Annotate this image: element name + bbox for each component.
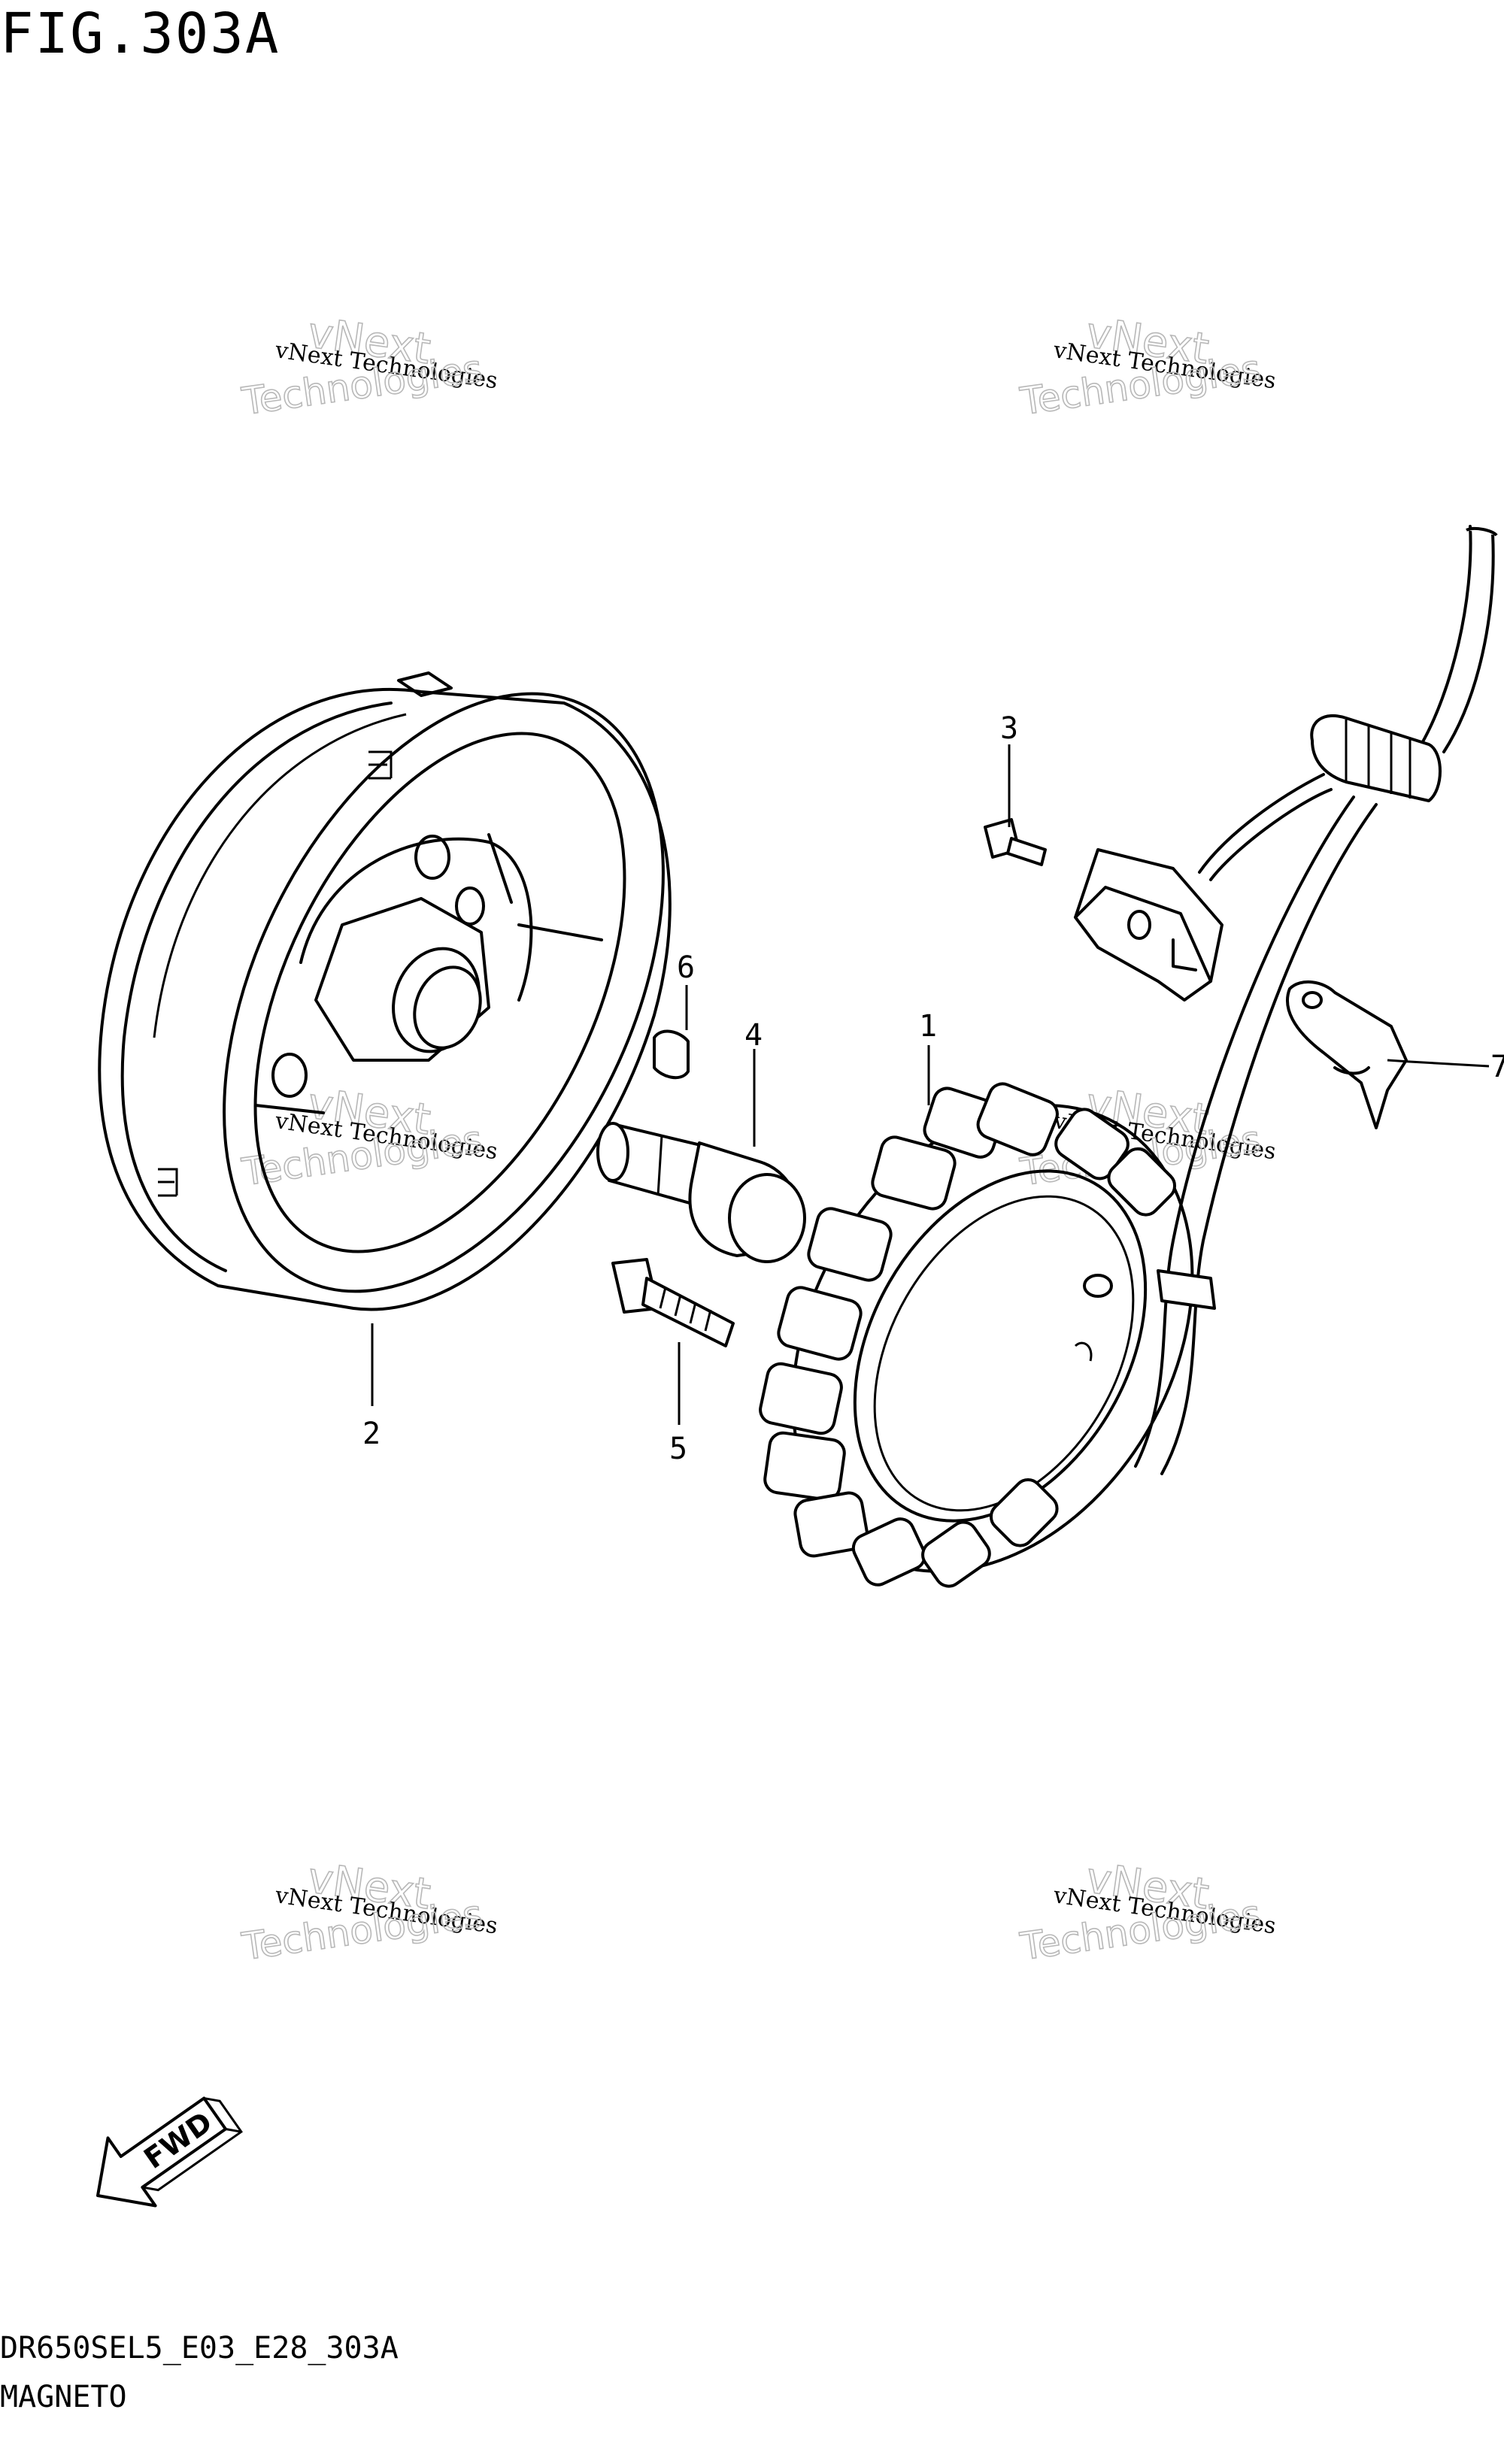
callout-1: 1 [919, 1009, 937, 1044]
callout-2: 2 [362, 1417, 381, 1451]
watermark: vNext vNext Technologies Technologies [1017, 1853, 1278, 1969]
callout-6: 6 [677, 950, 695, 985]
diagram-name: MAGNETO [0, 2380, 127, 2414]
diagram-code: DR650SEL5_E03_E28_303A [0, 2331, 399, 2366]
watermark: vNext vNext Technologies Technologies [238, 1078, 499, 1195]
part-5-stator-screw [611, 1258, 735, 1347]
callout-4: 4 [744, 1018, 763, 1053]
watermark: vNext vNext Technologies Technologies [238, 308, 499, 424]
lead-wire-harness [1134, 525, 1498, 1475]
part-7-clamp [1286, 980, 1408, 1129]
part-2-rotor [98, 671, 672, 1311]
part-1-stator [759, 1082, 1194, 1588]
part-4-rotor-bolt [596, 1122, 806, 1263]
callout-3: 3 [1000, 711, 1018, 746]
watermark: vNext vNext Technologies Technologies [238, 1853, 499, 1969]
callout-5: 5 [669, 1432, 687, 1466]
leader-lines [371, 744, 1490, 1425]
part-3-pickup-coil [984, 818, 1224, 1002]
watermark: vNext vNext Technologies Technologies [1017, 308, 1278, 424]
callout-7: 7 [1490, 1050, 1504, 1084]
figure-title: FIG.303A [0, 2, 280, 66]
fwd-arrow-icon: FWD [96, 2096, 243, 2208]
part-6-key [653, 1029, 690, 1080]
